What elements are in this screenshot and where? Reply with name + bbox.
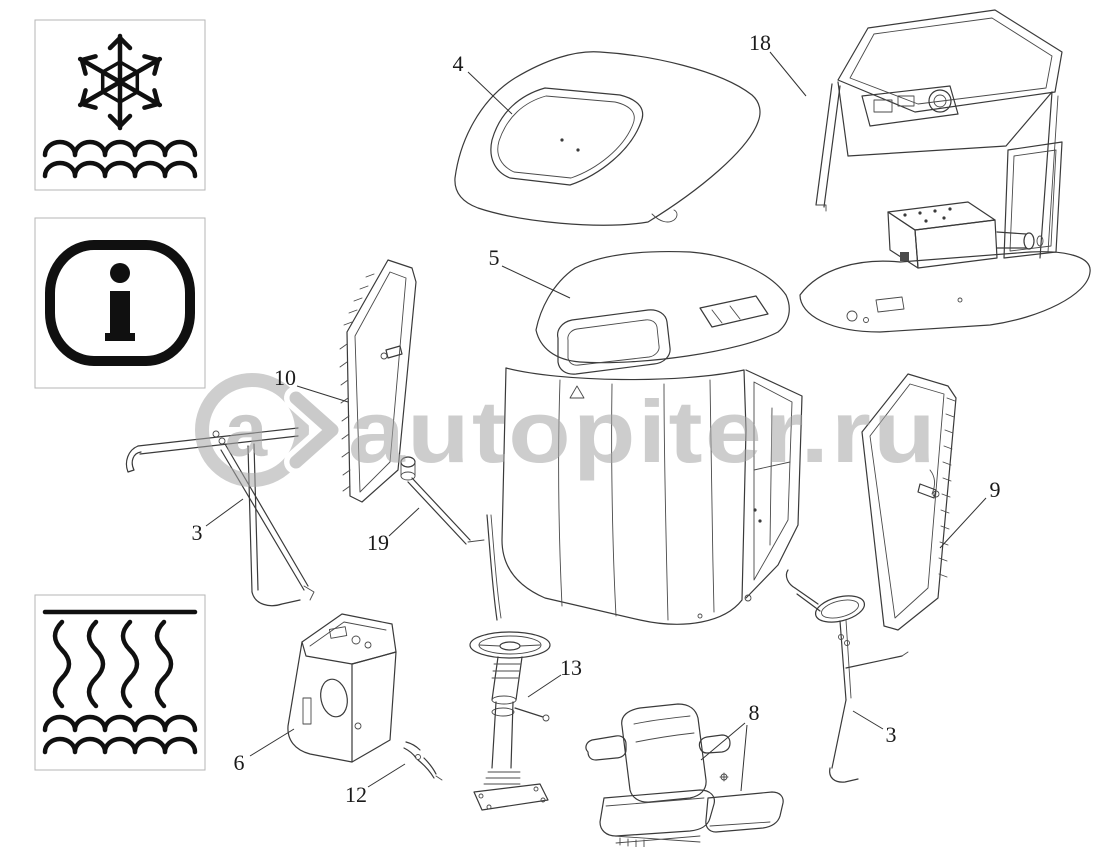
waves-icon: [42, 139, 198, 179]
information-icon: [45, 240, 195, 366]
steam-over-waves-icon: [42, 609, 198, 755]
callout-label-13: 13: [560, 655, 582, 680]
part-roof-panel: [454, 51, 761, 226]
part-left-mirror-bracket: [125, 427, 315, 607]
part-left-door-glass: [339, 259, 417, 503]
watermark-chevron-icon: [289, 391, 339, 469]
info-symbol-box: [34, 217, 206, 389]
callout-leaders: [205, 51, 987, 792]
watermark: a autopiter.ru: [195, 373, 938, 487]
part-wiper-arm: [400, 456, 502, 621]
callout-label-9: 9: [990, 477, 1001, 502]
part-console: [287, 613, 397, 763]
callout-label-18: 18: [749, 30, 771, 55]
callout-label-5: 5: [489, 245, 500, 270]
callout-labels: 4 18 5 10 3 19 9 6 12 13 8 3: [192, 30, 1001, 807]
frost-symbol-box: [34, 19, 206, 191]
callout-label-19: 19: [367, 530, 389, 555]
callout-label-12: 12: [345, 782, 367, 807]
callout-label-10: 10: [274, 365, 296, 390]
callout-label-8: 8: [749, 700, 760, 725]
watermark-logo-letter: a: [225, 388, 268, 473]
watermark-logo-ring: [195, 373, 309, 487]
part-cab-frame-assembly: [799, 9, 1091, 333]
snowflake-icon: [77, 33, 163, 131]
part-steering-column: [469, 631, 551, 811]
callout-label-4: 4: [453, 51, 464, 76]
part-small-bracket: [403, 741, 443, 781]
watermark-text: autopiter.ru: [348, 382, 938, 481]
part-cab-body: [501, 251, 803, 625]
steam-symbol-box: [34, 594, 206, 771]
part-seat-assembly: [585, 703, 784, 847]
part-right-mirror: [785, 569, 909, 783]
callout-label-3-left: 3: [192, 520, 203, 545]
callout-label-3-right: 3: [886, 722, 897, 747]
callout-label-6: 6: [234, 750, 245, 775]
